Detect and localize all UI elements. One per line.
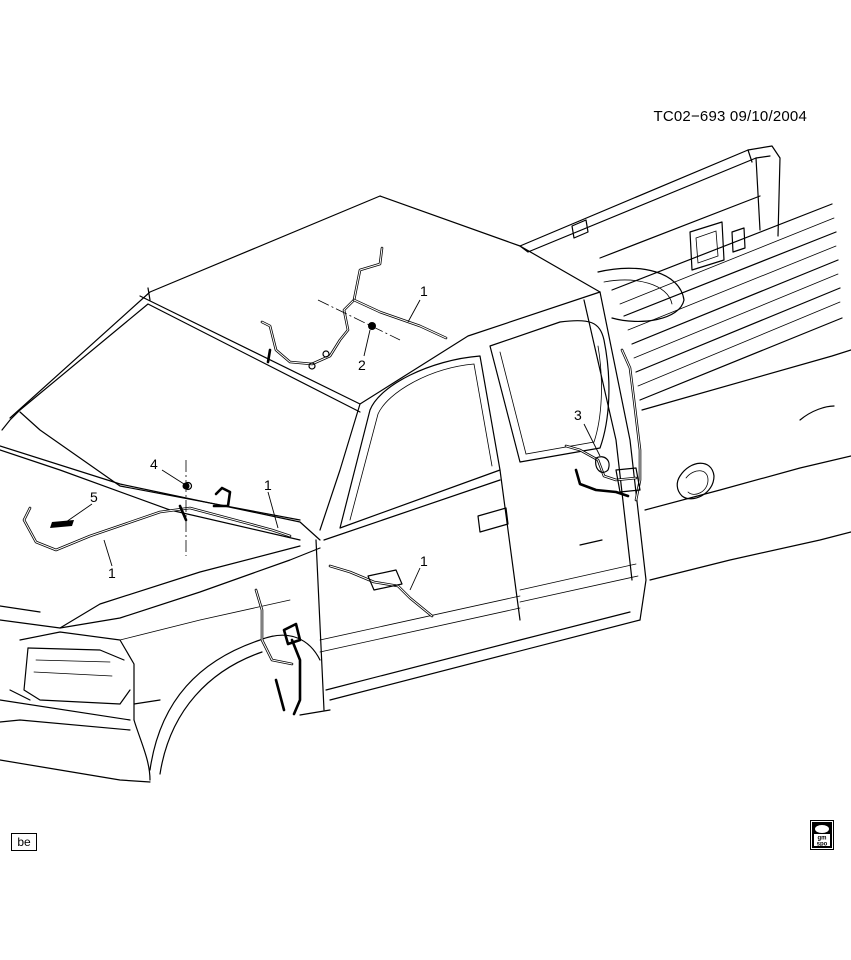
callout-2: 2 (358, 357, 366, 373)
cab-body (0, 195, 647, 716)
drawing-reference: TC02−693 09/10/2004 (653, 108, 807, 125)
leader-lines (65, 299, 601, 591)
front-end (0, 445, 321, 783)
callout-1-left: 1 (108, 565, 116, 581)
wiring-harness-dash (22, 481, 292, 552)
item-3-connector (595, 456, 610, 473)
callout-1-door: 1 (420, 553, 428, 569)
callout-1-dash: 1 (264, 477, 272, 493)
item-2-fastener (368, 322, 376, 330)
logo-line-2: spo (817, 842, 828, 848)
corner-badge: be (11, 833, 37, 851)
gm-spo-logo-icon: gm spo (810, 820, 834, 850)
wiring-harness-door (254, 564, 434, 716)
callout-1-roof: 1 (420, 283, 428, 299)
callout-4: 4 (150, 456, 158, 472)
wiring-harness-roof (260, 246, 448, 370)
wiring-harness-rear-door (564, 348, 642, 502)
logo-line-1: gm (818, 836, 827, 842)
centerline-roof (317, 299, 401, 341)
truck-bed (519, 145, 851, 581)
callout-3: 3 (574, 407, 582, 423)
callout-5: 5 (90, 489, 98, 505)
item-5-clip (50, 520, 74, 528)
